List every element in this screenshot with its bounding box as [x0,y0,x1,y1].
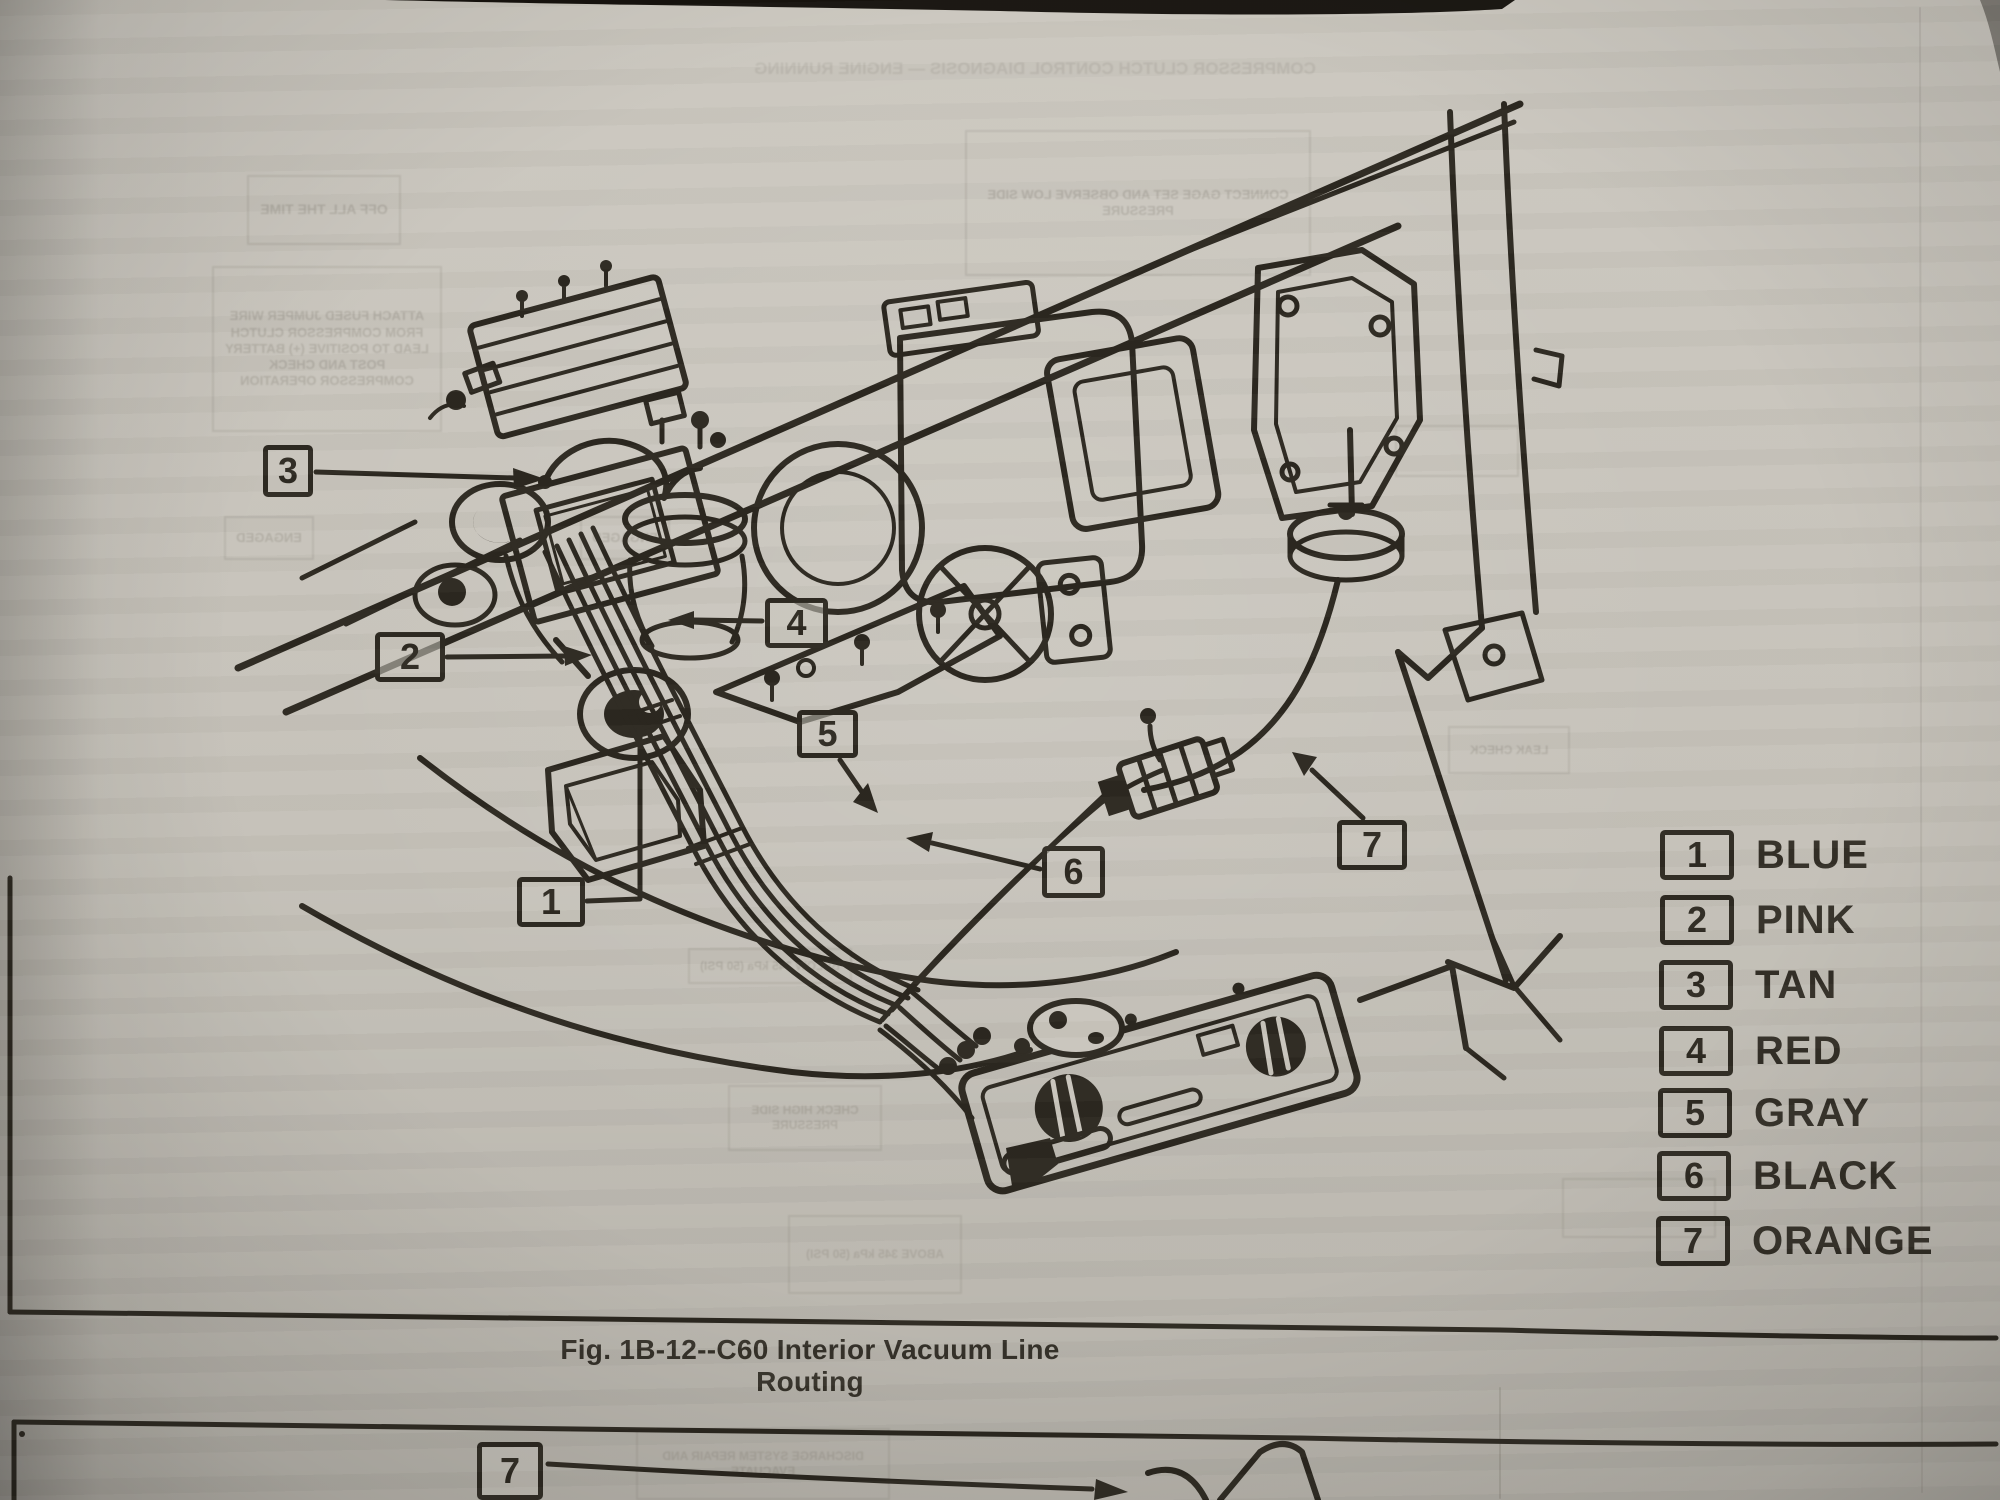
mounting-bracket-mid [713,583,1003,725]
page-corner-shadow [1980,0,2000,72]
legend-num-3: 3 [1659,960,1733,1010]
mounting-bracket-right [1251,247,1423,521]
legend-label-blue: BLUE [1756,832,1869,877]
legend-item-black: 6 BLACK [1657,1151,1898,1201]
callout-arrows [313,468,1366,904]
photo-top-shadow [385,0,1515,15]
legend-label-orange: ORANGE [1752,1218,1934,1263]
vacuum-connector [1097,708,1236,820]
callout-box-7-next-figure: 7 [477,1442,543,1500]
legend-label-pink: PINK [1756,897,1856,942]
callout-box-3: 3 [263,445,313,497]
legend-num-5: 5 [1658,1088,1732,1138]
cowl-lines [234,100,1524,716]
callout-box-4: 4 [765,598,828,648]
legend-label-tan: TAN [1755,962,1838,1007]
legend-item-blue: 1 BLUE [1660,830,1869,880]
figure2-preview [11,1419,1999,1500]
legend-num-7: 7 [1656,1216,1730,1266]
legend-label-gray: GRAY [1754,1090,1870,1135]
callout-box-2: 2 [375,632,445,682]
callout-box-6: 6 [1042,846,1105,898]
a-pillar [1395,101,1565,991]
legend-num-4: 4 [1659,1026,1733,1076]
hvac-control-head [958,927,1563,1195]
callout-box-7: 7 [1337,820,1407,870]
vacuum-actuator-right [1287,502,1405,583]
dash-panel-edges [1357,927,1563,1081]
legend-num-6: 6 [1657,1151,1731,1201]
legend-item-pink: 2 PINK [1660,895,1856,945]
legend-num-1: 1 [1660,830,1734,880]
callout-box-5: 5 [797,710,858,758]
legend-item-tan: 3 TAN [1659,960,1837,1010]
vacuum-hose-bundle [503,525,1166,1121]
legend-num-2: 2 [1660,895,1734,945]
tan-vacuum-line-3 [542,437,703,501]
blower-motor [916,545,1113,683]
legend-label-black: BLACK [1753,1153,1898,1198]
small-fittings-left [428,360,503,420]
legend-item-red: 4 RED [1659,1026,1842,1076]
legend-item-gray: 5 GRAY [1658,1088,1870,1138]
hvac-module [428,260,1222,683]
orange-vacuum-line-7 [1141,577,1341,793]
legend-label-red: RED [1755,1028,1843,1073]
module-studs [516,260,612,318]
legend-item-orange: 7 ORANGE [1656,1216,1934,1266]
figure-caption: Fig. 1B-12--C60 Interior Vacuum Line Rou… [560,1334,1060,1397]
figure1-border [7,875,1999,1341]
callout-box-1: 1 [517,877,585,927]
carb-fittings [643,389,726,450]
